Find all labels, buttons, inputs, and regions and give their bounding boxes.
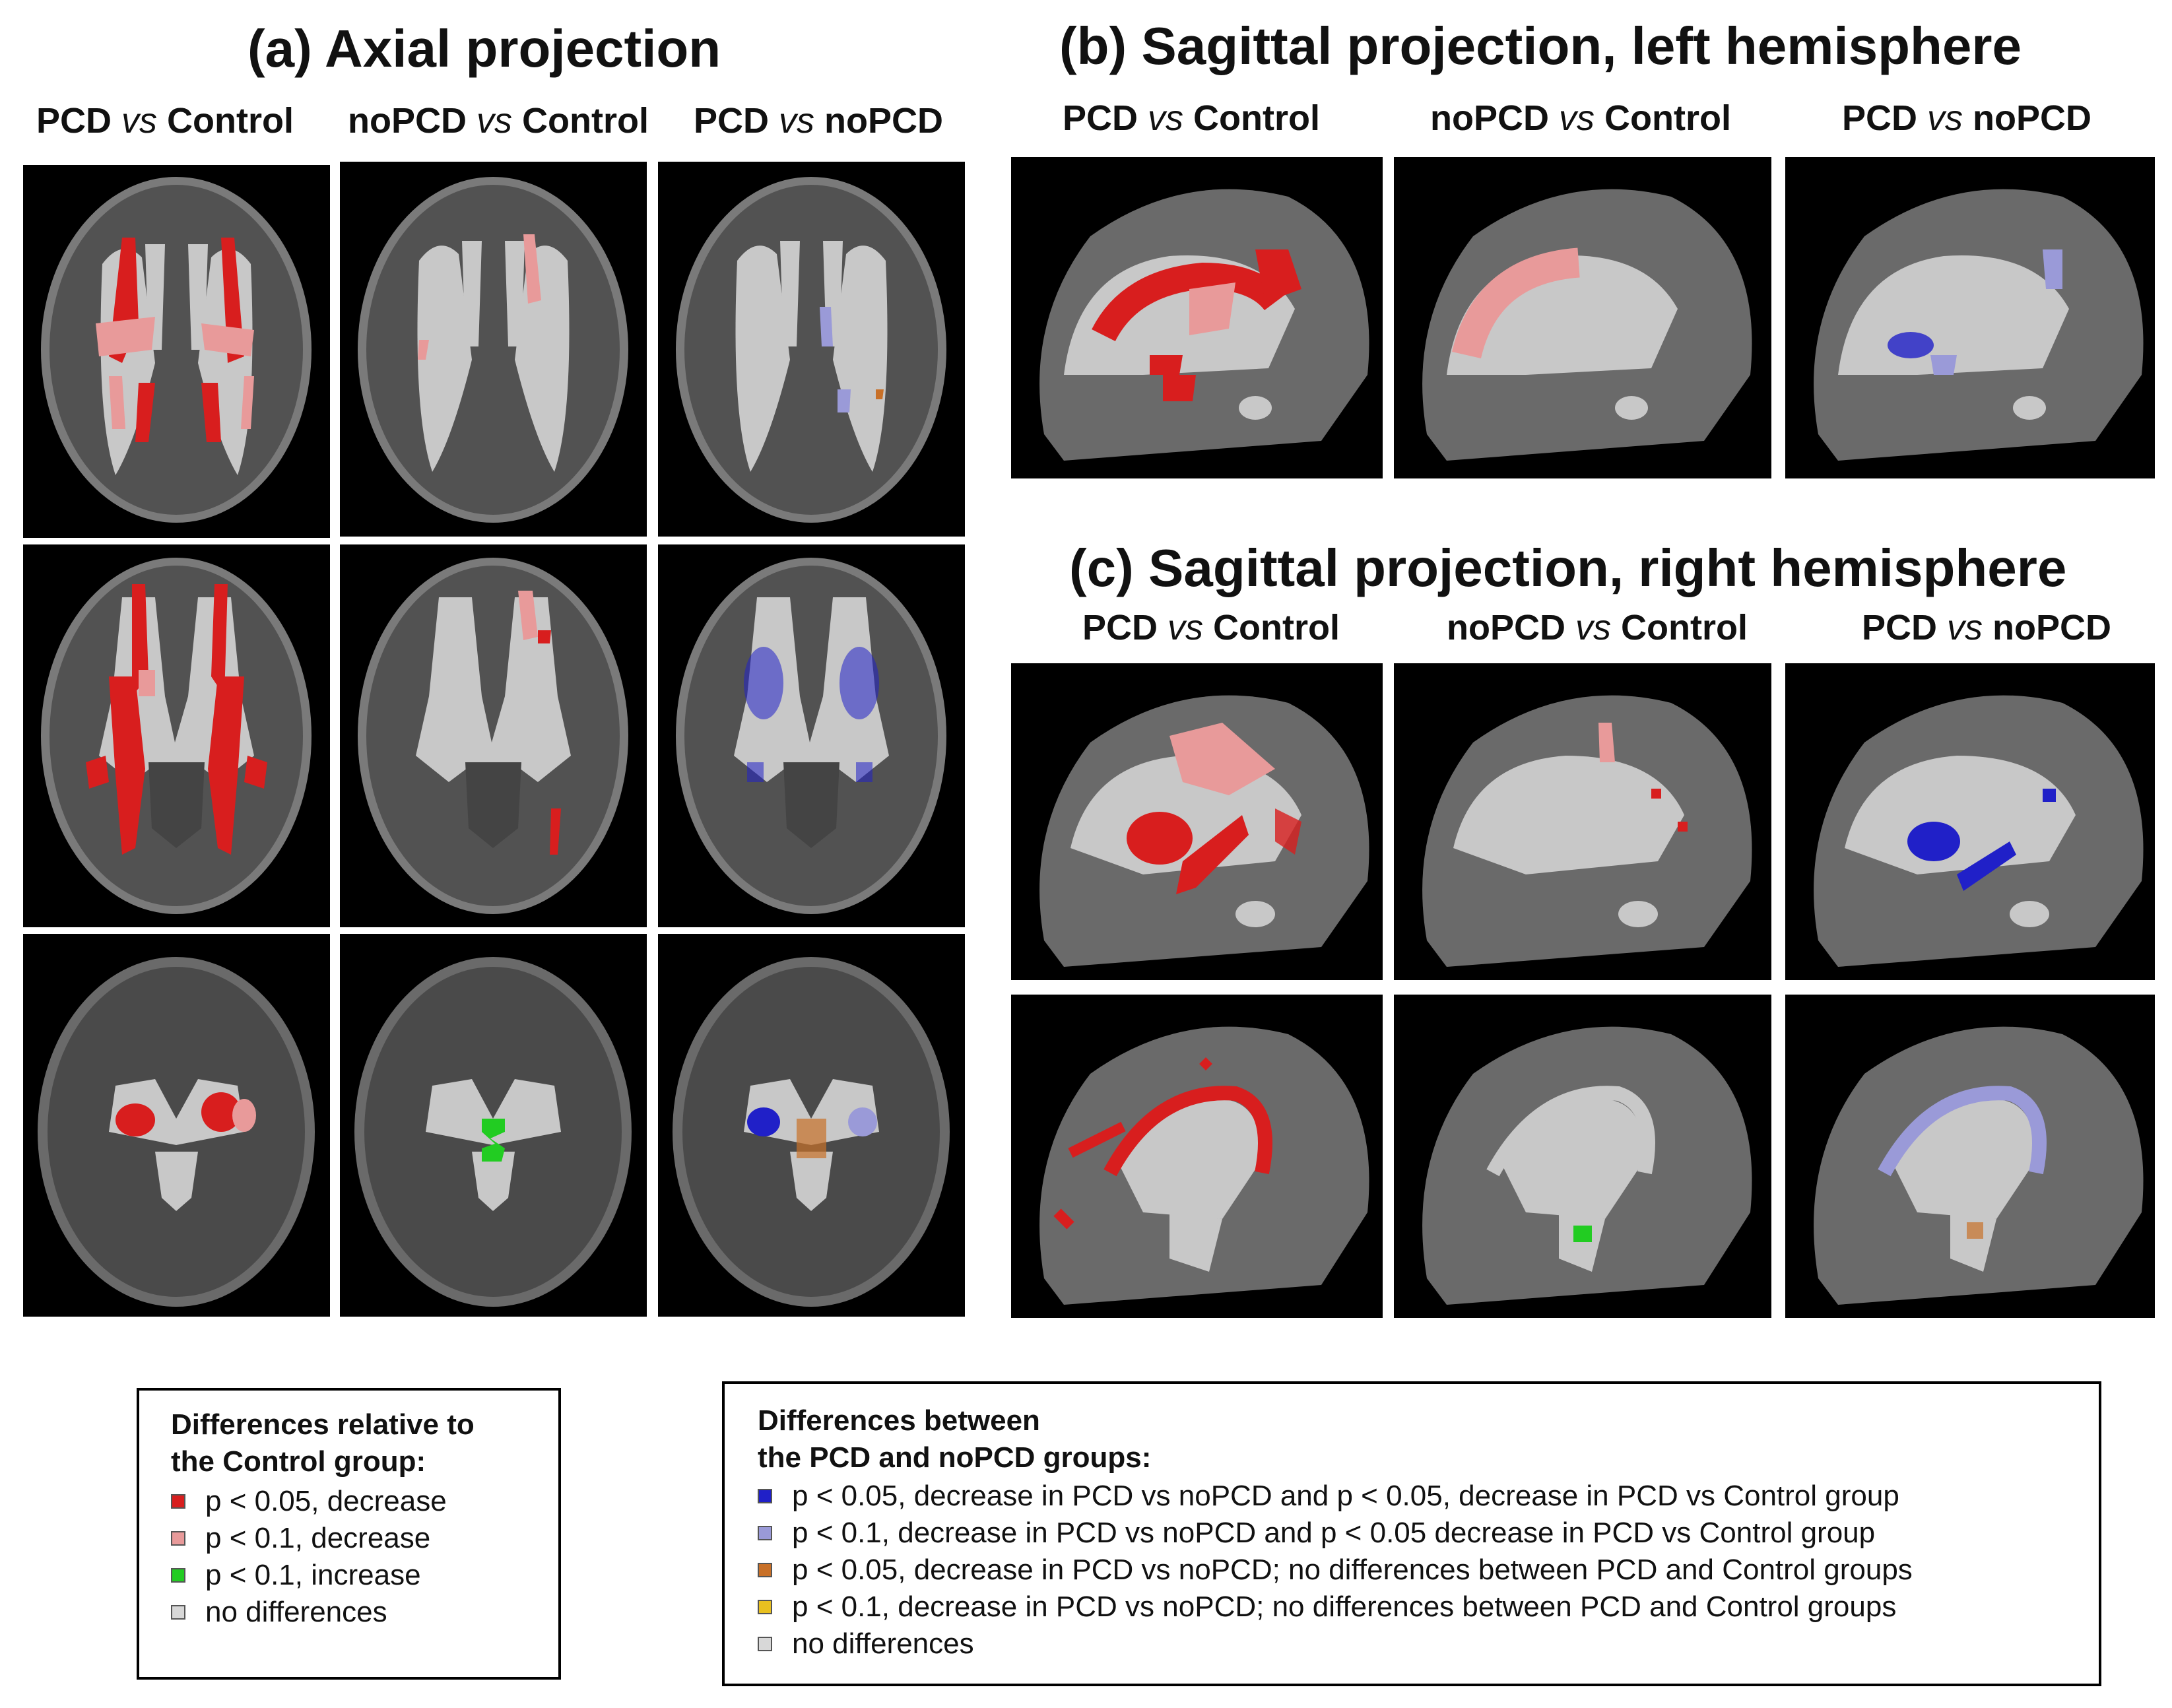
- axial-scan-nopcd-vs-control-row2: [340, 544, 647, 927]
- column-header: PCD vs Control: [36, 101, 294, 141]
- legend-groups-item: no differences: [758, 1626, 2099, 1662]
- legend-groups-item: p < 0.05, decrease in PCD vs noPCD; no d…: [758, 1552, 2099, 1589]
- axial-scan-nopcd-vs-control-row1: [340, 162, 647, 537]
- sagittal-right-scan-pcd-vs-nopcd-row2: [1785, 995, 2155, 1318]
- legend-control: Differences relative to the Control grou…: [137, 1388, 561, 1680]
- column-header: noPCD vs Control: [1447, 608, 1748, 647]
- legend-groups-swatch: [758, 1489, 772, 1503]
- legend-control-item: p < 0.1, increase: [171, 1557, 558, 1594]
- legend-control-item: p < 0.1, decrease: [171, 1520, 558, 1557]
- legend-control-swatch: [171, 1494, 185, 1509]
- legend-groups-title-line1: Differences between: [758, 1404, 1040, 1437]
- legend-groups: Differences between the PCD and noPCD gr…: [722, 1381, 2101, 1686]
- legend-control-swatch: [171, 1531, 185, 1546]
- legend-control-label: p < 0.1, decrease: [205, 1522, 431, 1554]
- sagittal-left-scan-pcd-vs-nopcd: [1785, 157, 2155, 478]
- legend-control-title-line1: Differences relative to: [171, 1408, 475, 1441]
- legend-groups-swatch: [758, 1563, 772, 1577]
- axial-scan-pcd-vs-control-row2: [23, 544, 330, 927]
- axial-scan-pcd-vs-nopcd-row3: [658, 934, 965, 1317]
- column-header: noPCD vs Control: [348, 101, 649, 141]
- legend-control-swatch: [171, 1605, 185, 1620]
- sagittal-right-scan-nopcd-vs-control-row2: [1394, 995, 1771, 1318]
- legend-control-swatch: [171, 1568, 185, 1583]
- legend-groups-item: p < 0.05, decrease in PCD vs noPCD and p…: [758, 1478, 2099, 1515]
- column-header: PCD vs noPCD: [693, 101, 944, 141]
- legend-groups-label: p < 0.05, decrease in PCD vs noPCD and p…: [792, 1480, 1899, 1512]
- legend-groups-title-line2: the PCD and noPCD groups:: [758, 1441, 1152, 1474]
- section-title-sagittal-left: (b) Sagittal projection, left hemisphere: [1059, 16, 2022, 75]
- legend-groups-swatch: [758, 1637, 772, 1651]
- column-header: PCD vs noPCD: [1861, 608, 2112, 647]
- column-header: PCD vs Control: [1063, 98, 1320, 138]
- column-header: noPCD vs Control: [1430, 98, 1731, 138]
- axial-scan-pcd-vs-control-row1: [23, 165, 330, 538]
- legend-control-item: no differences: [171, 1594, 558, 1631]
- legend-groups-swatch: [758, 1526, 772, 1540]
- section-title-sagittal-right: (c) Sagittal projection, right hemispher…: [1069, 539, 2067, 597]
- sagittal-right-scan-pcd-vs-nopcd-row1: [1785, 663, 2155, 980]
- legend-groups-item: p < 0.1, decrease in PCD vs noPCD and p …: [758, 1515, 2099, 1552]
- legend-groups-label: p < 0.1, decrease in PCD vs noPCD; no di…: [792, 1591, 1897, 1623]
- legend-control-label: p < 0.05, decrease: [205, 1485, 447, 1517]
- axial-scan-pcd-vs-control-row3: [23, 934, 330, 1317]
- sagittal-left-scan-pcd-vs-control: [1011, 157, 1383, 478]
- legend-groups-item: p < 0.1, decrease in PCD vs noPCD; no di…: [758, 1589, 2099, 1626]
- legend-groups-label: p < 0.1, decrease in PCD vs noPCD and p …: [792, 1517, 1876, 1549]
- axial-scan-pcd-vs-nopcd-row2: [658, 544, 965, 927]
- legend-control-item: p < 0.05, decrease: [171, 1483, 558, 1520]
- axial-scan-pcd-vs-nopcd-row1: [658, 162, 965, 537]
- legend-control-label: p < 0.1, increase: [205, 1559, 421, 1591]
- column-header: PCD vs noPCD: [1841, 98, 2092, 138]
- column-header: PCD vs Control: [1082, 608, 1340, 647]
- axial-scan-nopcd-vs-control-row3: [340, 934, 647, 1317]
- sagittal-right-scan-nopcd-vs-control-row1: [1394, 663, 1771, 980]
- legend-control-label: no differences: [205, 1596, 387, 1628]
- sagittal-left-scan-nopcd-vs-control: [1394, 157, 1771, 478]
- section-title-axial: (a) Axial projection: [247, 19, 721, 78]
- legend-groups-label: p < 0.05, decrease in PCD vs noPCD; no d…: [792, 1554, 1913, 1586]
- legend-groups-swatch: [758, 1600, 772, 1614]
- legend-control-title-line2: the Control group:: [171, 1445, 426, 1478]
- sagittal-right-scan-pcd-vs-control-row1: [1011, 663, 1383, 980]
- legend-groups-label: no differences: [792, 1627, 974, 1660]
- sagittal-right-scan-pcd-vs-control-row2: [1011, 995, 1383, 1318]
